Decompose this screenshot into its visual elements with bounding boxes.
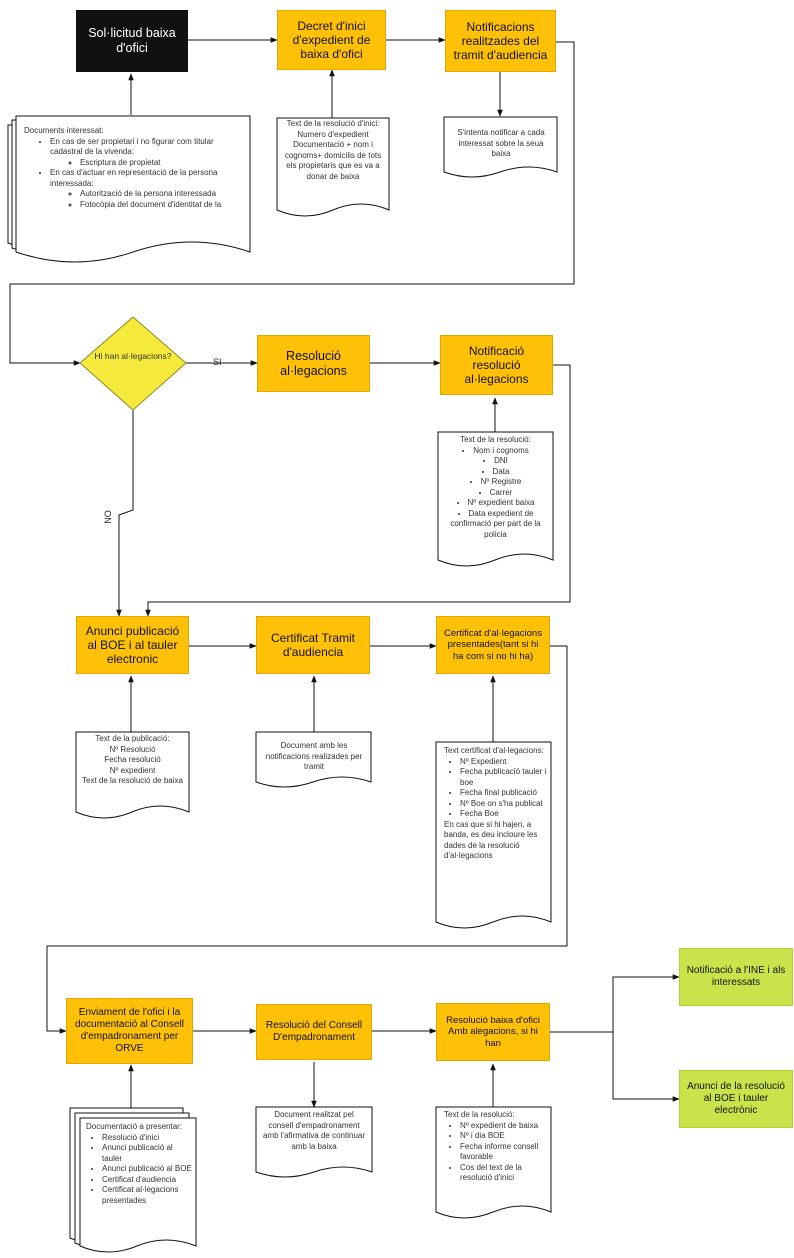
- note-item: Fecha publicació tauler i boe: [460, 767, 548, 788]
- note-item: Anunci publicació al tauler: [102, 1143, 194, 1164]
- note-item: Nº Registre: [442, 477, 549, 488]
- note-title: Text de la resolució:: [460, 435, 531, 444]
- note-item: En cas de ser propietari i no figurar co…: [50, 137, 246, 158]
- note-text-resolucio-baixa: Text de la resolució: Nº expedient de ba…: [444, 1110, 548, 1202]
- node-resolucio-baixa[interactable]: Resolució baixa d'ofici Amb alegacions, …: [436, 1003, 550, 1061]
- note-document-notificacions: Document amb les notificacions realizade…: [262, 741, 366, 775]
- node-certificat-alegacions[interactable]: Certificat d'al·legacions presentades(ta…: [436, 616, 550, 674]
- note-title: Documentació a presentar:: [86, 1122, 183, 1131]
- note-item: Anunci publicació al BOE: [102, 1164, 194, 1175]
- note-line: Documentació + nom i cognoms+ domicilis …: [284, 140, 382, 181]
- doc-shape-documents-interessat: [15, 115, 251, 263]
- note-subitem: Escriptura de propietat: [80, 158, 246, 169]
- note-text-certificat: Text certificat d'al·legacions: Nº Exped…: [444, 746, 548, 906]
- doc-shape-text-resolucio-baixa: [435, 1106, 552, 1219]
- note-item: Nº Expedient: [460, 757, 548, 768]
- note-title: Documents interessat:: [24, 126, 104, 135]
- note-item: Fecha Boe: [460, 809, 548, 820]
- note-text-resolucio-inici: Text de la resolució d'inici: Numero d'e…: [281, 119, 385, 201]
- doc-shape-text-certificat: [435, 741, 552, 929]
- node-notificacio-ine[interactable]: Notificació a l'INE i als interessats: [679, 948, 793, 1006]
- edge-label-no: NO: [102, 510, 113, 524]
- doc-shape-document-notificacions: [255, 731, 372, 788]
- note-document-consell: Document realitzat pel consell d'empadro…: [262, 1110, 366, 1168]
- edge-certalegacions-enviament: [46, 645, 568, 1034]
- note-line: S'intenta notificar a cada interessat so…: [457, 128, 545, 159]
- edge-baixa-ine: [550, 974, 680, 1033]
- decision-label: Hi han al·legacions?: [94, 351, 172, 361]
- note-item: DNI: [442, 456, 549, 467]
- note-item: Data expedient de confirmació per part d…: [442, 509, 549, 541]
- note-line: Text de la resolució d'inici:: [286, 119, 380, 128]
- note-item: Resolució d'inici: [102, 1133, 194, 1144]
- note-subitem: Autorització de la persona interessada: [80, 189, 246, 200]
- note-item: Nº expedient de baixa: [460, 1121, 548, 1132]
- note-item: Data: [442, 467, 549, 478]
- note-item: Certificat al·legacions presentades: [102, 1185, 194, 1206]
- note-item: Nº Boe on s'ha publicat: [460, 799, 548, 810]
- note-intenta-notificar: S'intenta notificar a cada interessat so…: [450, 128, 552, 166]
- note-item: Fecha final publicació: [460, 788, 548, 799]
- note-item: Carrer: [442, 488, 549, 499]
- note-documents-interessat: Documents interessat: En cas de ser prop…: [24, 126, 246, 216]
- node-notificacions[interactable]: Notificacions realitzades del tramit d'a…: [445, 10, 556, 72]
- note-line: Text de la resolució de baixa: [82, 776, 183, 786]
- note-documentacio-presentar: Documentació a presentar: Resolució d'in…: [86, 1122, 194, 1232]
- note-item: Certificat d'audiencia: [102, 1175, 194, 1186]
- edge-label-si: SI: [213, 357, 222, 367]
- node-anunci[interactable]: Anunci publicació al BOE i al tauler ele…: [76, 616, 189, 674]
- note-line: Numero d'expedient: [297, 129, 369, 139]
- note-footer: En cas que si hi hajen, a banda, es deu …: [444, 819, 538, 861]
- note-line: Nº Resolució: [109, 744, 156, 754]
- edge-notificacions-decision: [9, 41, 575, 366]
- note-text-resolucio-alegacions: Text de la resolució: Nom i cognoms DNI …: [442, 435, 549, 553]
- note-line: Document realitzat pel consell d'empadro…: [262, 1110, 366, 1151]
- node-resolucio-alegacions[interactable]: Resolució al·legacions: [257, 335, 370, 392]
- note-title: Text certificat d'al·legacions:: [444, 746, 544, 755]
- note-item: Nom i cognoms: [442, 446, 549, 457]
- note-line: Nº expedient: [109, 765, 156, 775]
- node-certificat-tramit[interactable]: Certificat Tramit d'audiencia: [256, 616, 370, 674]
- note-item: Cos del text de la resolució d'inici: [460, 1163, 548, 1184]
- note-item: Nº expedient baixa: [442, 498, 549, 509]
- node-anunci-resolucio[interactable]: Anunci de la resolució al BOE i tauler e…: [679, 1070, 793, 1128]
- doc-shape-text-resolucio-alegacions: [437, 431, 554, 567]
- note-line: Fecha resolució: [104, 755, 161, 765]
- edge-notificacio-anunci: [145, 364, 571, 617]
- doc-shape-intenta-notificar: [443, 116, 558, 178]
- note-subitem: Fotocòpia del document d'identitat de la: [80, 200, 246, 211]
- note-item: En cas d'actuar en representació de la p…: [50, 168, 246, 189]
- note-item: Fecha informe consell favorable: [460, 1142, 548, 1163]
- doc-shape-text-publicacio: [75, 731, 190, 819]
- note-title: Text de la resolució:: [444, 1110, 515, 1119]
- doc-shape-document-consell: [255, 1106, 373, 1178]
- node-solicitud[interactable]: Sol·licitud baixa d'ofici: [76, 10, 188, 72]
- edge-decision-anunci-no: [116, 410, 134, 617]
- node-decret[interactable]: Decret d'inici d'expedient de baixa d'of…: [277, 10, 386, 70]
- note-text-publicacio: Text de la publicació: Nº Resolució Fech…: [80, 734, 185, 804]
- note-line: Document amb les notificacions realizade…: [265, 741, 363, 772]
- edge-baixa-anunci: [612, 1032, 680, 1102]
- doc-shape-documentacio: [79, 1117, 197, 1253]
- doc-shape-text-resolucio-inici: [276, 117, 390, 217]
- node-resolucio-consell[interactable]: Resolució del Consell D'empadronament: [256, 1004, 372, 1060]
- node-notificacio-resolucio[interactable]: Notificació resolució al·legacions: [440, 335, 553, 395]
- node-enviament[interactable]: Enviament de l'ofici i la documentació a…: [66, 998, 193, 1064]
- note-line: Text de la publicació:: [95, 734, 170, 743]
- decision-diamond: [79, 316, 187, 411]
- note-item: Nº i dia BOE: [460, 1131, 548, 1142]
